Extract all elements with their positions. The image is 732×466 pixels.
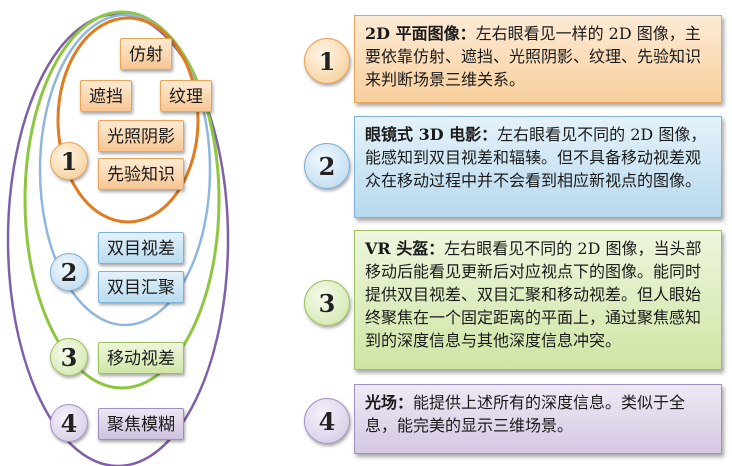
description-4: 光场：能提供上述所有的深度信息。类似于全息，能完美的显示三维场景。 <box>354 384 722 454</box>
description-1: 2D 平面图像：左右眼看见一样的 2D 图像，主要依靠仿射、遮挡、光照阴影、纹理… <box>354 15 722 103</box>
description-2-text: 左右眼看见不同的 2D 图像，能感知到双目视差和辐辏。但不具备移动视差观众在移动… <box>365 125 707 190</box>
ellipse-blue <box>38 13 212 327</box>
cue-zhedang: 遮挡 <box>80 80 132 112</box>
cue-shuangmu-huiju: 双目汇聚 <box>98 271 184 303</box>
ellipse-purple <box>6 12 230 466</box>
left-number-2: 2 <box>50 253 88 291</box>
description-3: VR 头盔：左右眼看见不同的 2D 图像，当头部移动后能看见更新后对应视点下的图… <box>354 230 722 370</box>
cue-guangzhao: 光照阴影 <box>98 120 184 152</box>
description-4-title: 光场： <box>365 393 414 412</box>
description-2: 眼镜式 3D 电影：左右眼看见不同的 2D 图像，能感知到双目视差和辐辏。但不具… <box>354 116 722 218</box>
cue-wenli: 纹理 <box>160 80 212 112</box>
cue-jujiao-mohu: 聚焦模糊 <box>98 408 184 440</box>
left-number-1: 1 <box>50 142 88 180</box>
description-1-text: 左右眼看见一样的 2D 图像，主要依靠仿射、遮挡、光照阴影、纹理、先验知识来判断… <box>365 24 702 89</box>
right-number-3: 3 <box>304 280 350 326</box>
left-number-3: 3 <box>50 338 88 376</box>
right-number-4: 4 <box>304 398 350 444</box>
description-3-text: 左右眼看见不同的 2D 图像，当头部移动后能看见更新后对应视点下的图像。能同时提… <box>365 239 702 350</box>
description-1-title: 2D 平面图像： <box>365 24 476 43</box>
description-3-title: VR 头盔： <box>365 239 445 258</box>
left-number-4: 4 <box>50 404 88 442</box>
cue-fangshe: 仿射 <box>120 38 172 70</box>
ellipse-green <box>23 10 221 390</box>
description-4-text: 能提供上述所有的深度信息。类似于全息，能完美的显示三维场景。 <box>365 393 686 435</box>
cue-yidong-shicha: 移动视差 <box>98 342 184 374</box>
description-2-title: 眼镜式 3D 电影： <box>365 125 498 144</box>
cue-shuangmu-shicha: 双目视差 <box>98 232 184 264</box>
right-number-2: 2 <box>304 143 350 189</box>
ellipse-orange <box>56 16 200 224</box>
cue-xianyan: 先验知识 <box>98 158 184 190</box>
right-number-1: 1 <box>304 38 350 84</box>
